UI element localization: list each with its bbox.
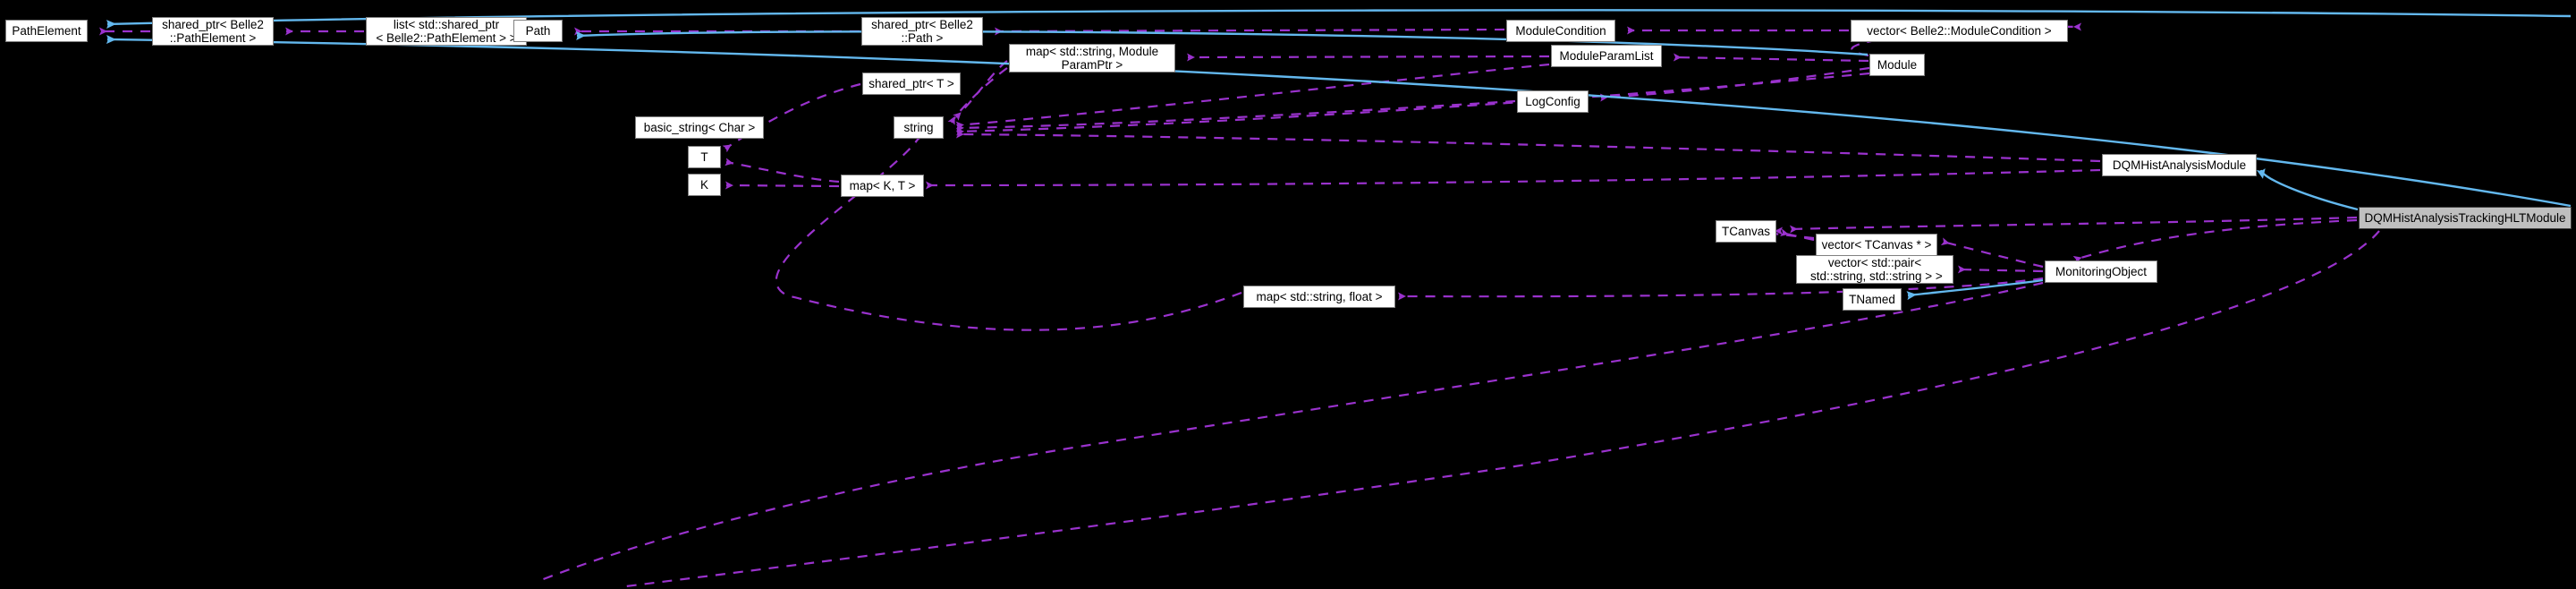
- node-map-string-module-param-ptr[interactable]: map< std::string, Module ParamPtr >: [1009, 44, 1175, 73]
- node-map-string-float[interactable]: map< std::string, float >: [1243, 286, 1395, 308]
- node-tnamed[interactable]: TNamed: [1843, 288, 1902, 311]
- node-monitoring-object[interactable]: MonitoringObject: [2045, 260, 2157, 283]
- usage-edges: [99, 22, 2358, 331]
- node-module[interactable]: Module: [1869, 54, 1925, 76]
- node-shared-ptr-pathelement[interactable]: shared_ptr< Belle2 ::PathElement >: [152, 17, 274, 46]
- node-vector-module-condition[interactable]: vector< Belle2::ModuleCondition >: [1851, 20, 2068, 42]
- inheritance-edges: [106, 9, 2572, 301]
- node-module-param-list[interactable]: ModuleParamList: [1551, 45, 1662, 67]
- node-k[interactable]: K: [688, 174, 721, 196]
- node-path[interactable]: Path: [513, 20, 563, 42]
- node-module-condition[interactable]: ModuleCondition: [1506, 20, 1615, 42]
- node-dqm-hist-analysis-module[interactable]: DQMHistAnalysisModule: [2102, 154, 2257, 176]
- usage-edges-extra: [536, 230, 2380, 588]
- node-vector-tcanvas-ptr[interactable]: vector< TCanvas * >: [1816, 234, 1937, 256]
- node-dqm-hist-analysis-tracking-hlt-module[interactable]: DQMHistAnalysisTrackingHLTModule: [2359, 207, 2572, 229]
- node-list-shared-ptr-pathelement[interactable]: list< std::shared_ptr < Belle2::PathElem…: [366, 17, 527, 46]
- node-vector-pair-string-string[interactable]: vector< std::pair< std::string, std::str…: [1796, 255, 1953, 284]
- node-tcanvas[interactable]: TCanvas: [1716, 220, 1776, 243]
- node-log-config[interactable]: LogConfig: [1517, 90, 1589, 113]
- node-basic-string-char[interactable]: basic_string< Char >: [635, 116, 764, 139]
- node-shared-ptr-path[interactable]: shared_ptr< Belle2 ::Path >: [861, 17, 983, 46]
- node-map-k-t[interactable]: map< K, T >: [841, 175, 924, 197]
- node-t[interactable]: T: [688, 146, 721, 168]
- node-pathelement[interactable]: PathElement: [5, 20, 88, 42]
- node-string[interactable]: string: [894, 116, 944, 139]
- node-shared-ptr-t[interactable]: shared_ptr< T >: [862, 73, 961, 95]
